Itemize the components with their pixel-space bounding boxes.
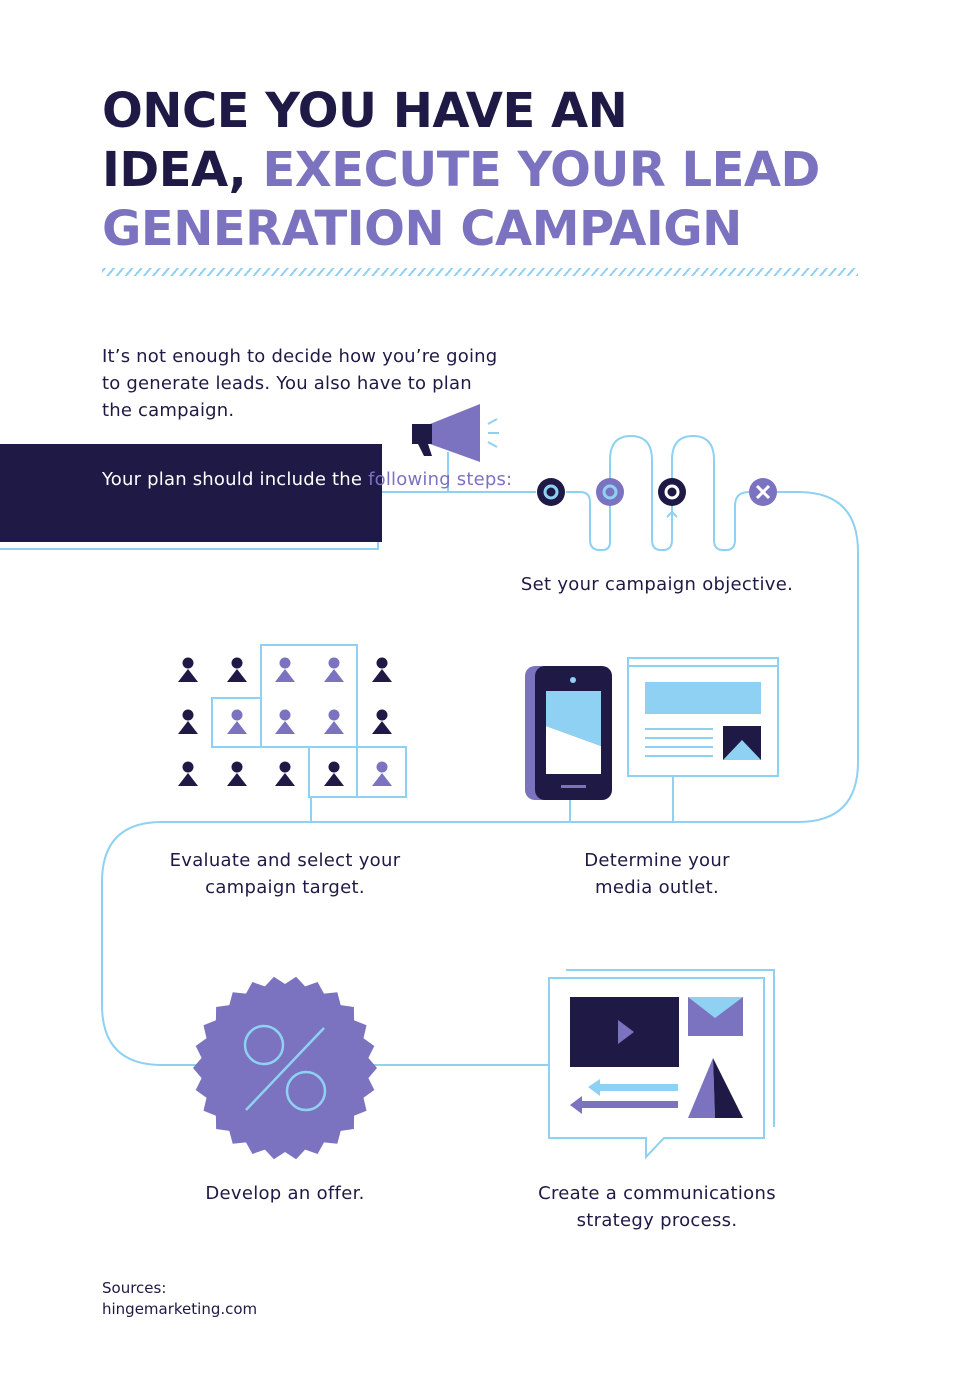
step-label-objective: Set your campaign objective. — [520, 574, 794, 595]
person-icon — [324, 709, 344, 734]
step-label-media: Determine your media outlet. — [584, 850, 730, 898]
smartphone-icon — [525, 666, 612, 800]
title-line-2-accent: EXECUTE YOUR LEAD — [262, 142, 820, 198]
sources-url: hingemarketing.com — [102, 1300, 258, 1318]
hatched-divider — [102, 268, 858, 276]
audience-grid-icon — [178, 644, 407, 798]
plan-text-prefix: Your plan should include the — [102, 469, 363, 490]
person-icon — [178, 761, 198, 786]
sources-heading: Sources: — [102, 1279, 167, 1297]
person-icon — [275, 761, 295, 786]
intro-text: It’s not enough to decide how you’re goi… — [102, 346, 498, 421]
megaphone-icon — [412, 404, 499, 462]
person-icon — [372, 657, 392, 682]
person-icon — [178, 709, 198, 734]
person-icon — [227, 761, 247, 786]
plan-box — [0, 444, 382, 542]
plan-text: Your plan should include the following s… — [102, 466, 512, 493]
person-icon — [227, 709, 247, 734]
person-icon — [275, 709, 295, 734]
browser-window-icon — [627, 657, 779, 777]
plan-text-highlight: following steps: — [368, 469, 513, 490]
page-title: ONCE YOU HAVE AN IDEA, EXECUTE YOUR LEAD… — [102, 82, 820, 259]
title-line-3: GENERATION CAMPAIGN — [102, 201, 742, 257]
person-icon — [324, 657, 344, 682]
target-path-icon — [537, 478, 777, 506]
person-icon — [372, 761, 392, 786]
step-label-target: Evaluate and select your campaign target… — [169, 850, 401, 898]
step-label-comms: Create a communications strategy process… — [538, 1183, 776, 1231]
percent-badge-icon — [193, 976, 377, 1160]
person-icon — [227, 657, 247, 682]
person-icon — [324, 761, 344, 786]
flow-path — [101, 434, 859, 1066]
step-label-offer: Develop an offer. — [205, 1183, 365, 1204]
person-icon — [178, 657, 198, 682]
title-line-1: ONCE YOU HAVE AN — [102, 83, 628, 139]
person-icon — [372, 709, 392, 734]
sources: Sources: hingemarketing.com — [102, 1278, 257, 1320]
person-icon — [275, 657, 295, 682]
communications-chat-icon — [548, 969, 775, 1160]
title-line-2-dark: IDEA, — [102, 142, 247, 198]
title-line-2: IDEA, EXECUTE YOUR LEAD — [102, 141, 820, 200]
